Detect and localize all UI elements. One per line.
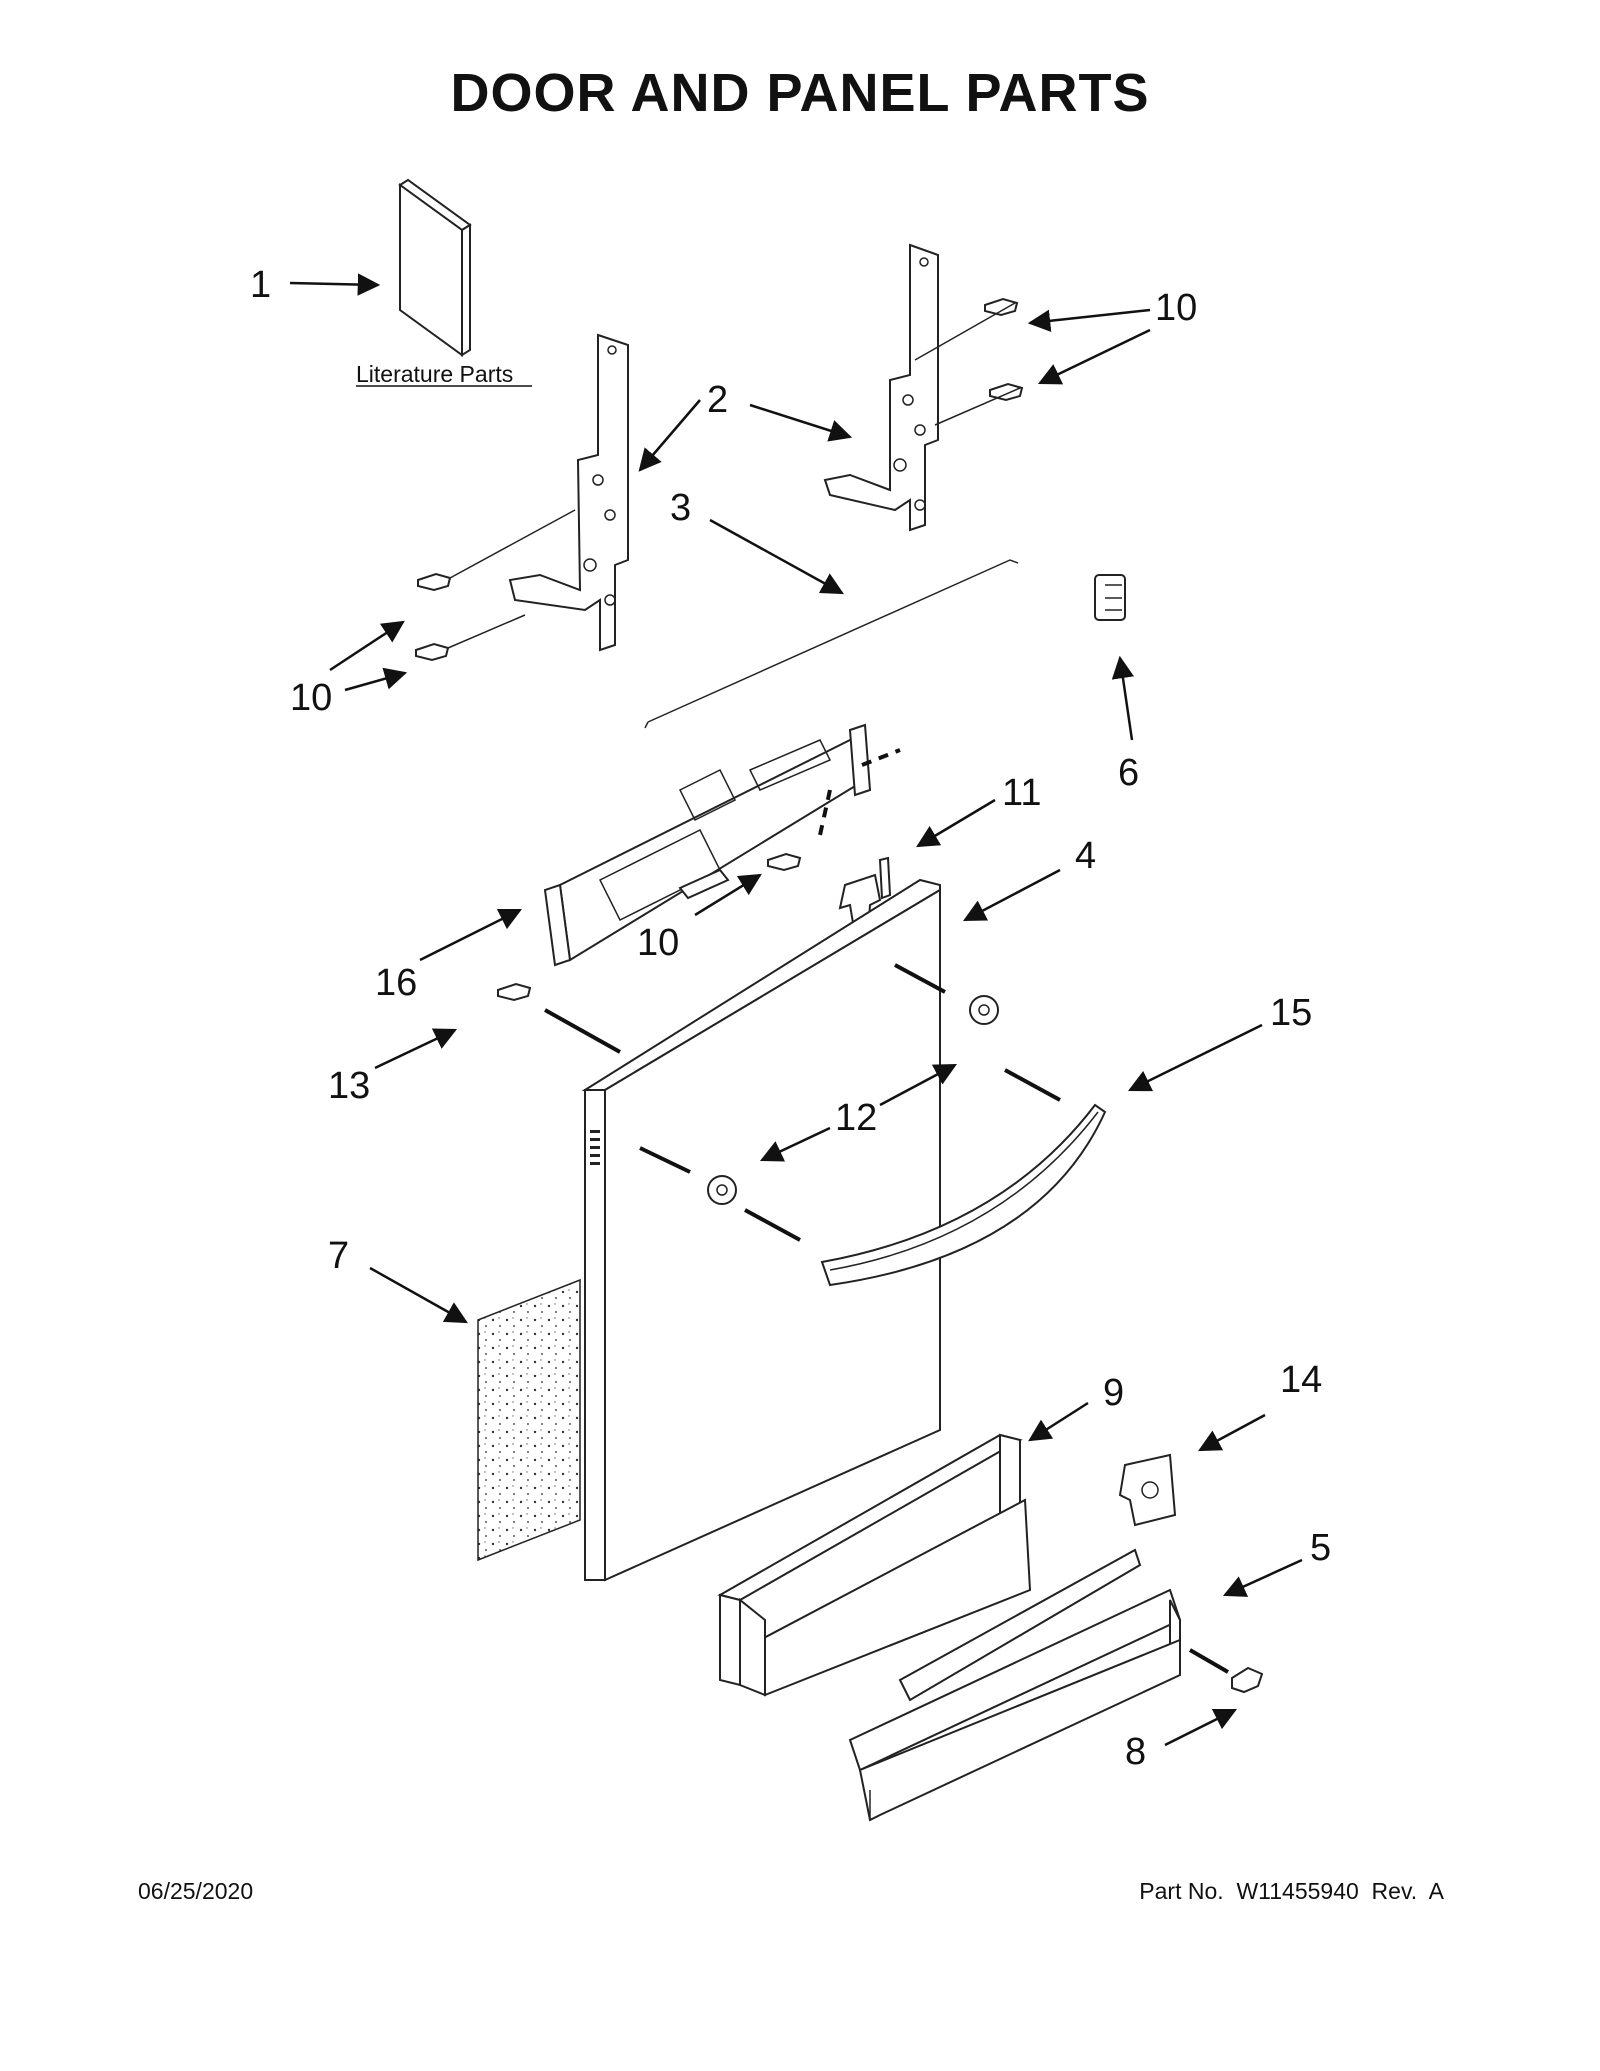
leader-11 [916, 798, 996, 848]
callout-15: 15 [1270, 992, 1312, 1034]
handle-standoff-lower [707, 1175, 738, 1205]
leader-7 [369, 1266, 468, 1324]
toe-panel-block [717, 1433, 1032, 1697]
callout-5: 5 [1310, 1527, 1331, 1569]
footer-date: 06/25/2020 [138, 1878, 254, 1904]
door-rod [647, 559, 1019, 723]
leader-2-left [638, 399, 701, 472]
leader-5 [1222, 1558, 1303, 1597]
callout-12: 12 [835, 1097, 877, 1139]
callout-8: 8 [1125, 1731, 1146, 1773]
leader-4 [963, 868, 1061, 922]
callout-13: 13 [328, 1065, 370, 1107]
kick-plate [848, 1548, 1182, 1822]
screw-control [767, 852, 802, 872]
hinge-bracket-left [508, 333, 629, 652]
callout-3: 3 [670, 487, 691, 529]
leader-13 [374, 1028, 458, 1070]
door-handle [820, 1103, 1107, 1287]
clip-part [1094, 574, 1126, 621]
leader-2-right [749, 403, 853, 442]
callout-2: 2 [707, 379, 728, 421]
leader-12-upper [879, 1063, 957, 1107]
screw-right-upper [914, 297, 1019, 361]
leader-12-lower [759, 1126, 831, 1162]
leader-8 [1164, 1708, 1238, 1747]
screw-left-lower [415, 614, 526, 662]
control-bracket [543, 723, 872, 967]
page-title: DOOR AND PANEL PARTS [450, 63, 1150, 123]
hinge-bracket-right [823, 243, 939, 532]
leader-3 [709, 518, 844, 595]
callout-1: 1 [250, 264, 271, 306]
door-panel [581, 878, 941, 1582]
footer-part-number: Part No. W11455940 Rev. A [1139, 1878, 1444, 1904]
callout-10-right: 10 [1155, 287, 1197, 329]
leader-10-right-upper [1027, 308, 1151, 333]
handle-standoff-upper [969, 995, 1000, 1025]
screw-kick [1231, 1666, 1264, 1694]
screw-panel [497, 982, 532, 1002]
callout-9: 9 [1103, 1372, 1124, 1414]
callout-11: 11 [1002, 772, 1041, 814]
leader-14 [1198, 1413, 1266, 1452]
leader-15 [1127, 1023, 1263, 1092]
callout-6: 6 [1118, 752, 1139, 794]
screw-right-lower [934, 382, 1024, 426]
leader-10-left-upper [329, 620, 405, 672]
callout-14: 14 [1280, 1359, 1322, 1401]
callout-7: 7 [328, 1235, 349, 1277]
literature-parts-label: Literature Parts [356, 361, 513, 387]
screw-left-upper [417, 509, 576, 592]
literature-booklet [398, 178, 472, 357]
leader-16 [419, 908, 523, 962]
callout-10-center: 10 [637, 922, 679, 964]
callout-16: 16 [375, 962, 417, 1004]
door-latch [838, 856, 892, 937]
toe-clip [1118, 1453, 1177, 1527]
leader-1 [289, 273, 381, 296]
leader-9 [1028, 1401, 1089, 1442]
leader-10-right-lower [1037, 328, 1151, 385]
callout-4: 4 [1075, 835, 1096, 877]
leader-6 [1111, 655, 1135, 741]
callout-10-left: 10 [290, 677, 332, 719]
leader-10-left-lower [344, 667, 408, 692]
door-insulation [477, 1278, 581, 1562]
leader-10-center [694, 873, 762, 917]
